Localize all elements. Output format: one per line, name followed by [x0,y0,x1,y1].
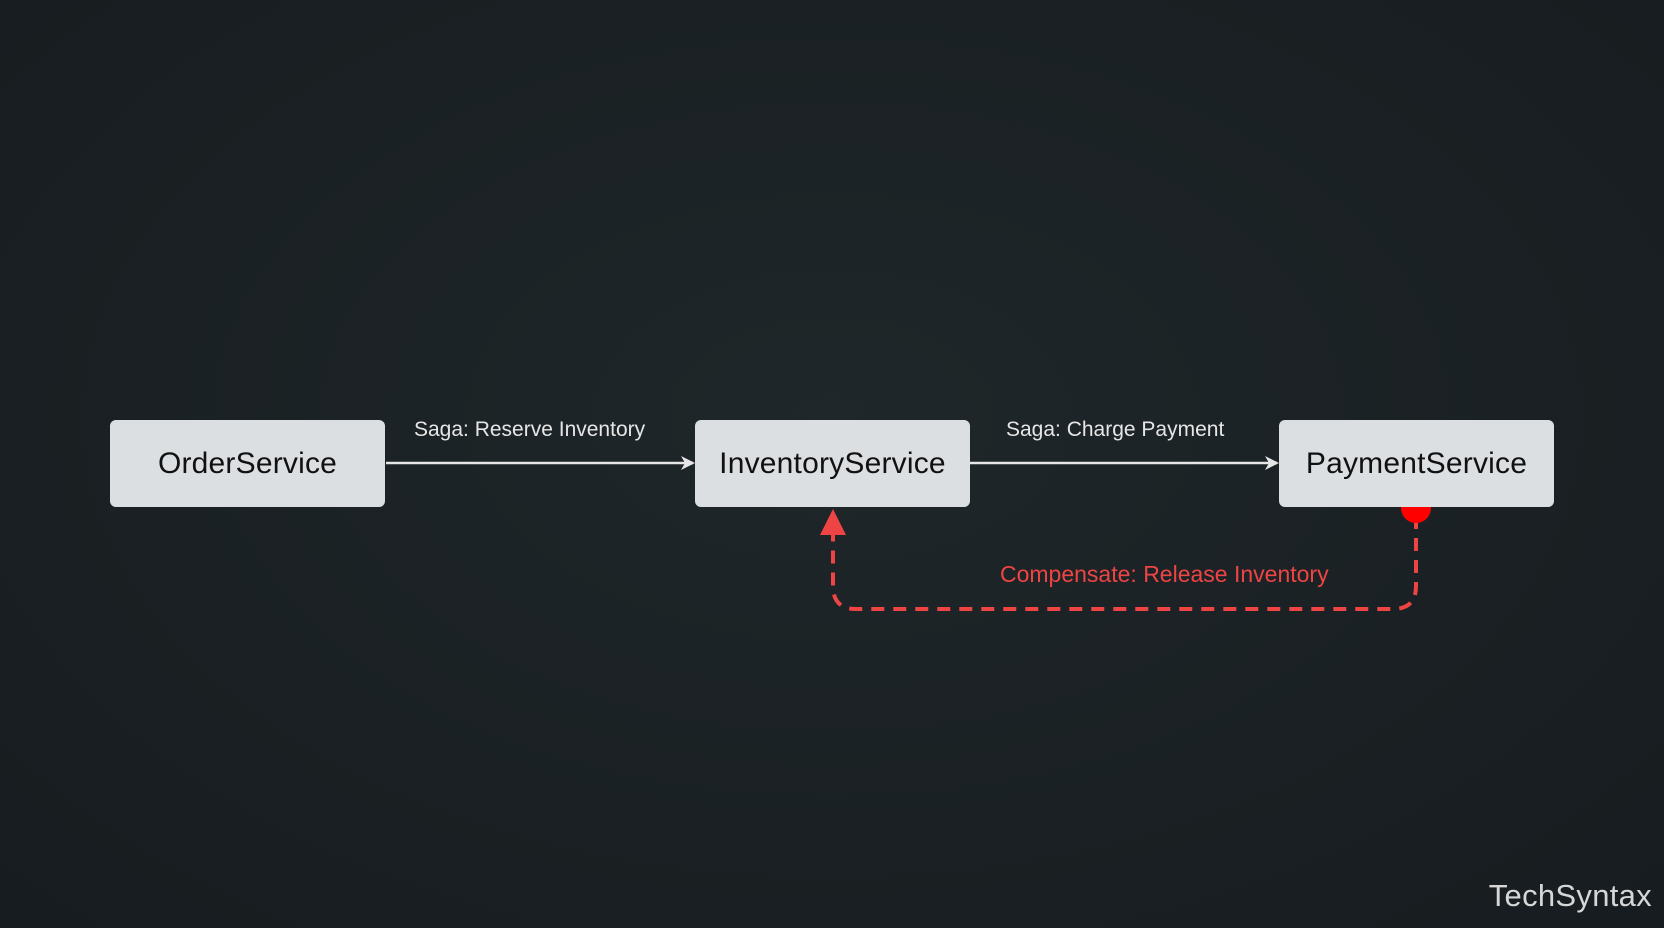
edge-label-reserve-inventory: Saga: Reserve Inventory [414,418,646,441]
node-label: PaymentService [1305,446,1528,480]
compensation-arrowhead-icon [820,509,846,535]
node-label: InventoryService [719,446,946,480]
edge-label-compensate-release: Compensate: Release Inventory [1000,561,1329,587]
watermark-logo: TechSyntax [1488,878,1652,913]
edge-label-charge-payment: Saga: Charge Payment [1006,418,1225,441]
edge-compensation-payment-to-inventory [820,509,1418,611]
node-payment-service: PaymentService [1279,420,1554,507]
node-inventory-service: InventoryService [695,420,970,507]
node-order-service: OrderService [110,420,385,507]
node-label: OrderService [157,446,338,480]
